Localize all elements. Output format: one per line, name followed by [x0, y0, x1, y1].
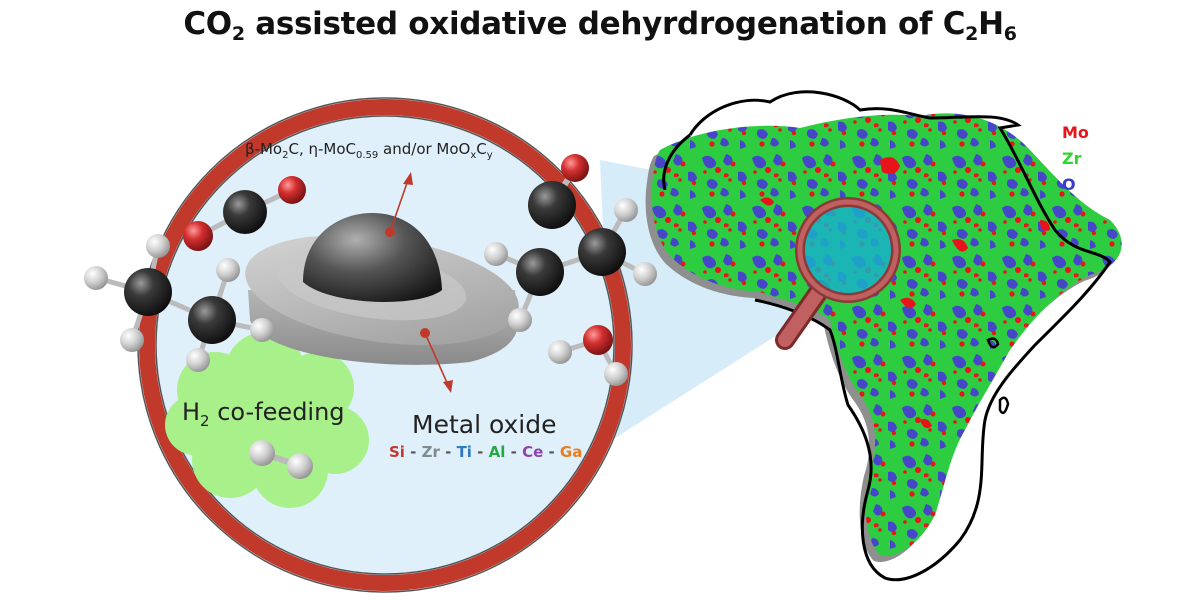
ethylene-molecule	[484, 198, 657, 332]
continent-outline-north	[662, 133, 691, 191]
support-element-ti: Ti	[456, 443, 472, 461]
support-separator: -	[404, 443, 422, 461]
oxide-arrow	[420, 328, 453, 393]
phase-arrow	[385, 172, 413, 237]
legend-item-zr: Zr	[1062, 149, 1082, 168]
legend-item-o: O	[1062, 175, 1076, 194]
h2-cofeeding-label: H2 co-feeding	[182, 398, 345, 430]
co-molecule	[528, 154, 589, 229]
carbide-phase-label: β-Mo2C, η-MoC0.59 and/or MoOxCy	[245, 140, 493, 161]
support-element-ga: Ga	[559, 443, 583, 461]
h2-molecule	[249, 440, 313, 479]
metal-oxide-label: Metal oxide	[412, 410, 557, 439]
support-separator: -	[543, 443, 560, 461]
support-element-list: Si - Zr - Ti - Al - Ce - Ga	[389, 443, 582, 461]
magnifier-icon	[775, 197, 901, 350]
ethane-molecule	[84, 234, 274, 372]
continent-outline	[688, 90, 1112, 582]
island-outline	[998, 396, 1010, 415]
support-separator: -	[439, 443, 457, 461]
water-molecule	[548, 325, 628, 386]
page-title: CO2 assisted oxidative dehyrdrogenation …	[183, 6, 1017, 45]
catalyst-circle-outline-inner	[155, 115, 615, 575]
support-element-zr: Zr	[421, 443, 440, 461]
support-element-si: Si	[389, 443, 405, 461]
support-element-al: Al	[488, 443, 506, 461]
support-separator: -	[471, 443, 489, 461]
molybdenum-carbide-particle	[303, 213, 442, 302]
lake-outline	[986, 337, 1000, 349]
support-separator: -	[505, 443, 523, 461]
co2-molecule	[183, 176, 306, 251]
support-element-ce: Ce	[522, 443, 544, 461]
legend-item-mo: Mo	[1062, 123, 1089, 142]
